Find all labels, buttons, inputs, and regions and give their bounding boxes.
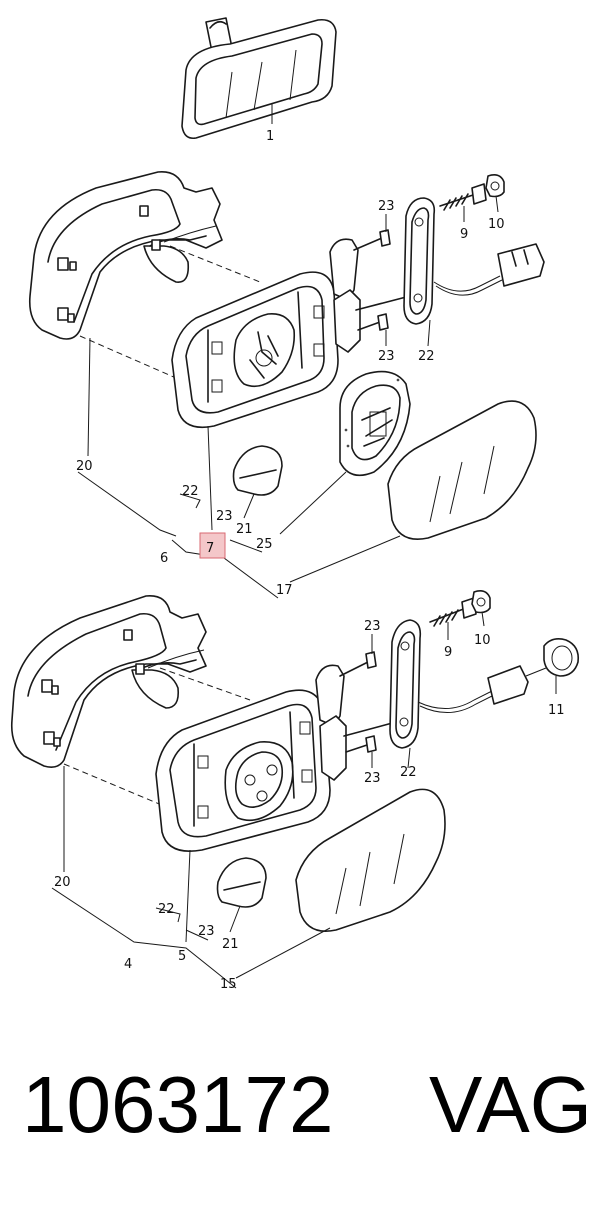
callout-23: 23 [364,771,381,786]
upper-mirror-assembly [28,104,545,599]
callout-25: 25 [256,537,273,552]
callout-9: 9 [444,645,452,660]
callout-20: 20 [76,459,93,474]
callout-23: 23 [378,199,395,214]
callout-17: 17 [276,583,293,598]
callout-9: 9 [460,227,468,242]
callout-10: 10 [474,633,491,648]
callout-23: 23 [198,924,215,939]
callout-6: 6 [160,551,168,566]
callout-7: 7 [206,541,214,556]
callout-21: 21 [236,522,253,537]
exploded-parts-diagram: 1 23 9 10 22 23 20 22 23 21 7 25 6 17 23… [10,17,580,992]
interior-mirror [181,17,337,140]
brand-name: VAG [428,1060,592,1149]
callout-1: 1 [266,129,274,144]
callout-23: 23 [378,349,395,364]
callout-10: 10 [488,217,505,232]
part-number: 1063172 [22,1060,334,1149]
callout-23: 23 [216,509,233,524]
callout-20: 20 [54,875,71,890]
callout-11: 11 [548,703,565,718]
callout-23: 23 [364,619,381,634]
footer: 1063172 VAG [22,1055,592,1155]
callout-5: 5 [178,949,186,964]
callout-15: 15 [220,977,237,992]
callout-22: 22 [418,349,435,364]
callout-22: 22 [158,902,175,917]
callout-22: 22 [400,765,417,780]
callout-22: 22 [182,484,199,499]
lower-mirror-assembly [10,590,580,989]
callout-21: 21 [222,937,239,952]
callout-labels: 1 23 9 10 22 23 20 22 23 21 7 25 6 17 23… [54,129,565,992]
callout-4: 4 [124,957,132,972]
highlight-box [199,532,226,559]
